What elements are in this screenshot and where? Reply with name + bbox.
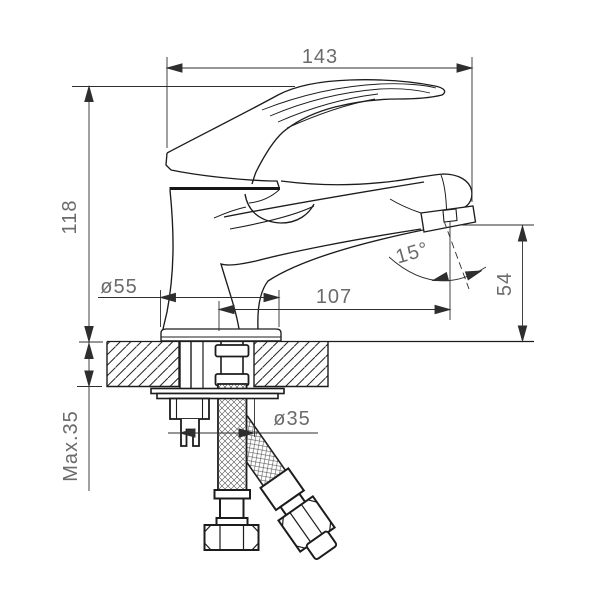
spout-collar-corner <box>248 189 280 204</box>
spout-ridge-2 <box>229 205 315 230</box>
dim-label-overall-width: 143 <box>302 46 338 68</box>
aerator-notch <box>442 208 458 223</box>
stud-slotted-tip <box>180 419 200 447</box>
dim-label-base-diameter: ø55 <box>100 276 137 298</box>
countertop-hatch-right <box>253 341 329 388</box>
spout-top-edge <box>280 173 473 209</box>
body-left-edge <box>162 189 174 330</box>
dim-label-spout-angle: 15° <box>393 238 431 268</box>
dim-label-spout-height: 54 <box>494 272 516 296</box>
hose-ring <box>215 517 249 526</box>
spout-tail-bottom <box>389 198 422 214</box>
mounting-nut <box>169 397 210 420</box>
dimensions: 143 118 Max.35 ø55 <box>59 46 534 491</box>
spout-underside-2 <box>257 229 424 330</box>
spout-collar <box>244 193 315 224</box>
body-cap-top <box>170 169 280 188</box>
dim-spout-height: 54 <box>461 224 534 343</box>
hose-tube <box>219 497 245 519</box>
hose-nut <box>203 524 260 551</box>
dim-overall-height: 118 <box>59 84 295 491</box>
diagonal-hose-endcap <box>305 530 338 560</box>
spout-tip-crease <box>440 174 447 210</box>
faucet-body <box>162 169 280 330</box>
countertop-section <box>106 340 534 388</box>
faucet <box>160 79 477 342</box>
body-seam <box>169 187 280 190</box>
mounting-flange <box>150 387 285 400</box>
dim-base-diameter: ø55 <box>98 276 281 327</box>
faucet-handle <box>165 79 446 185</box>
spout-underside <box>220 228 422 330</box>
dim-overall-width: 143 <box>165 46 474 202</box>
hose-band-upper <box>214 344 250 358</box>
spout-ridge-1 <box>223 181 425 218</box>
supply-hose-diagonal <box>224 415 338 560</box>
supply-hose-vertical <box>203 333 260 551</box>
mounting-nut-stud <box>169 397 210 447</box>
dim-spout-reach: 107 <box>217 221 452 331</box>
dim-hole-diameter: ø35 <box>168 399 318 438</box>
dim-label-spout-reach: 107 <box>316 286 352 308</box>
dim-label-overall-height: 118 <box>59 200 81 235</box>
hose-braid <box>217 383 248 491</box>
base-escutcheon <box>160 328 282 342</box>
dim-counter-thickness: Max.35 <box>60 341 103 482</box>
hose-ferrule <box>213 489 251 500</box>
body-front-crease <box>213 206 247 219</box>
countertop-hatch-left <box>106 341 180 388</box>
dim-label-counter-thickness: Max.35 <box>60 410 82 482</box>
dim-label-hole-diameter: ø35 <box>273 408 310 430</box>
faucet-spout <box>220 173 473 330</box>
spout-aerator <box>420 205 477 233</box>
